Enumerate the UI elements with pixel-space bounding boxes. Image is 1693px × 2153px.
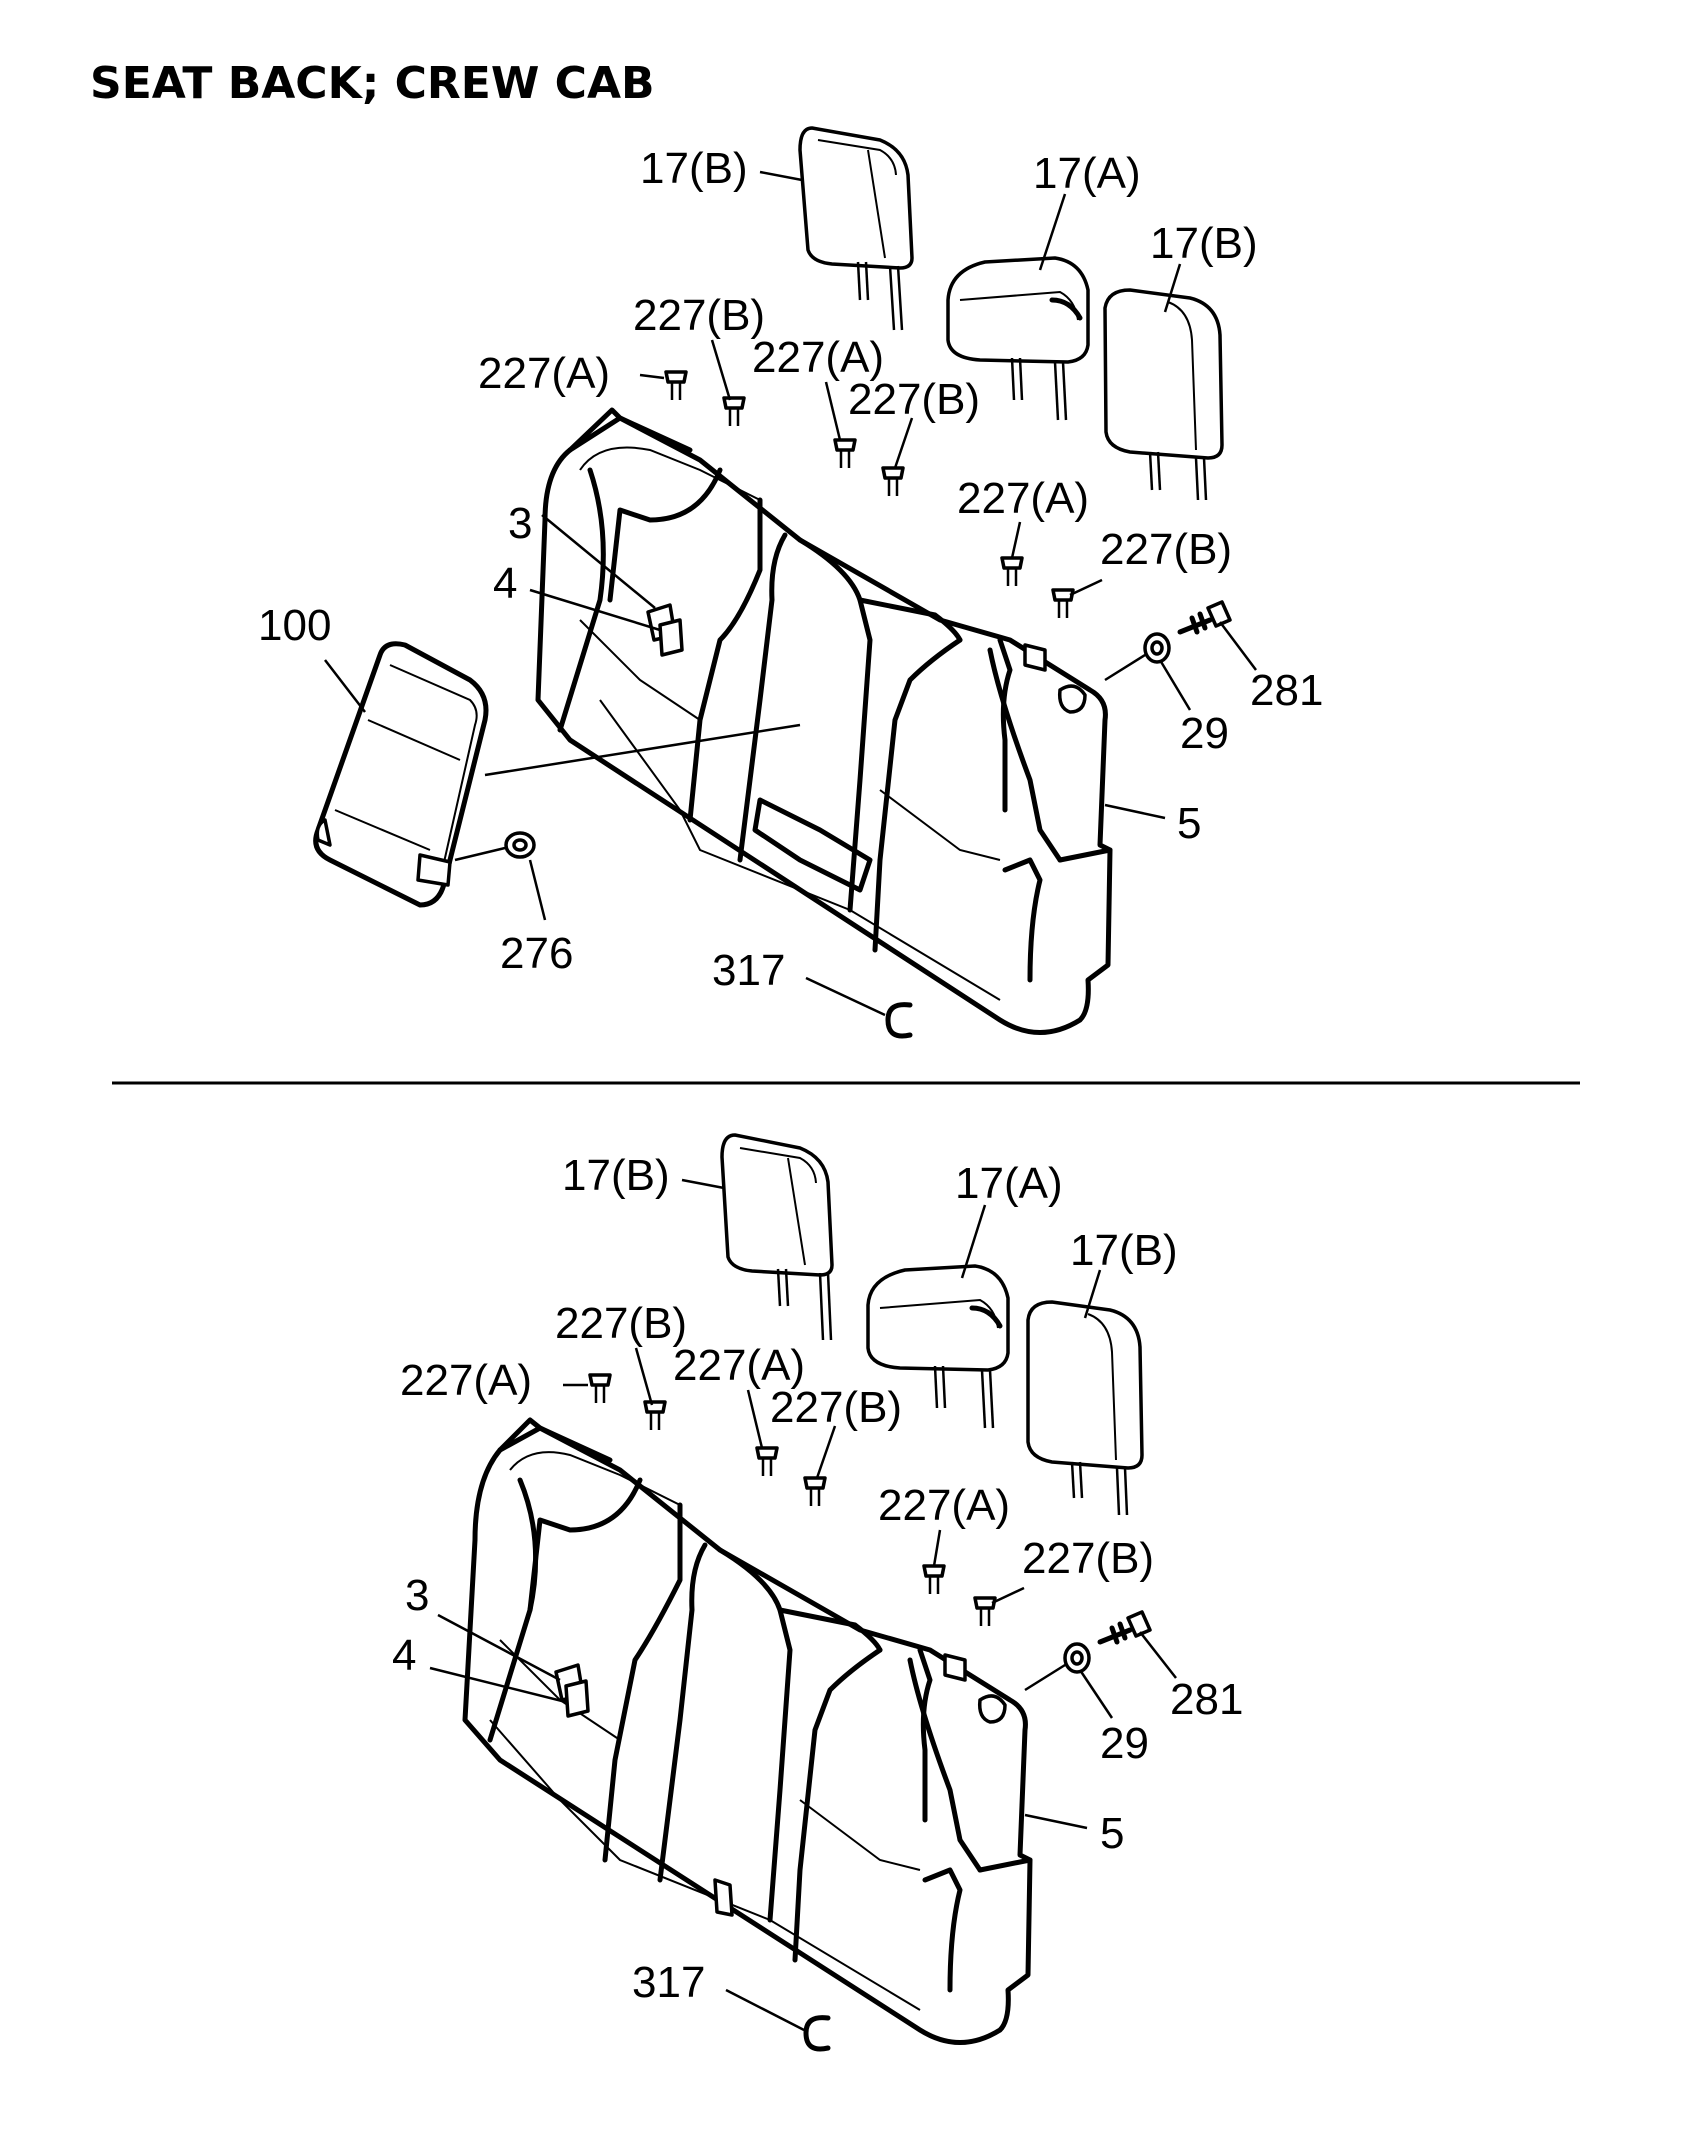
label-guide-a2-bottom: 227(A) bbox=[673, 1341, 805, 1390]
label-part-317: 317 bbox=[712, 946, 785, 995]
label-guide-b3-bottom: 227(B) bbox=[1022, 1534, 1154, 1583]
headrest-right bbox=[1103, 288, 1224, 501]
label-part-317-bottom: 317 bbox=[632, 1958, 705, 2007]
labels-bottom: 17(B) 17(A) 17(B) 227(B) 227(A) 227(A) 2… bbox=[392, 1151, 1243, 2007]
label-guide-a3-bottom: 227(A) bbox=[878, 1481, 1010, 1530]
bottom-assembly: 17(B) 17(A) 17(B) 227(B) 227(A) 227(A) 2… bbox=[392, 1133, 1243, 2052]
headrest-center bbox=[946, 256, 1090, 421]
clip-317-bottom bbox=[803, 2015, 831, 2052]
labels-top: 17(B) 17(A) 17(B) 227(B) 227(A) 227(A) 2… bbox=[258, 144, 1323, 995]
label-headrest-right: 17(B) bbox=[1150, 219, 1258, 268]
label-headrest-left-bottom: 17(B) bbox=[562, 1151, 670, 1200]
nut-29-bottom bbox=[1063, 1642, 1091, 1674]
label-guide-a2: 227(A) bbox=[752, 333, 884, 382]
label-headrest-left: 17(B) bbox=[640, 144, 748, 193]
label-guide-a1-bottom: 227(A) bbox=[400, 1356, 532, 1405]
label-part-29: 29 bbox=[1180, 709, 1229, 758]
label-part-3: 3 bbox=[508, 499, 532, 548]
leaders-top bbox=[324, 170, 1257, 1017]
label-guide-a3: 227(A) bbox=[957, 474, 1089, 523]
label-guide-b1-bottom: 227(B) bbox=[555, 1299, 687, 1348]
nut-276 bbox=[504, 831, 536, 859]
page-title: SEAT BACK; CREW CAB bbox=[90, 58, 655, 109]
bolt-281-bottom bbox=[1097, 1610, 1152, 1645]
label-guide-b2-bottom: 227(B) bbox=[770, 1383, 902, 1432]
label-part-3-bottom: 3 bbox=[405, 1571, 429, 1620]
label-headrest-center-bottom: 17(A) bbox=[955, 1159, 1063, 1208]
label-headrest-right-bottom: 17(B) bbox=[1070, 1226, 1178, 1275]
label-part-281-bottom: 281 bbox=[1170, 1675, 1243, 1724]
label-part-5: 5 bbox=[1177, 799, 1201, 848]
headrest-center-bottom bbox=[866, 1264, 1010, 1429]
label-headrest-center: 17(A) bbox=[1033, 149, 1141, 198]
label-part-29-bottom: 29 bbox=[1100, 1719, 1149, 1768]
nut-29 bbox=[1143, 632, 1171, 664]
bolt-281 bbox=[1177, 600, 1232, 635]
headrest-right-bottom bbox=[1026, 1300, 1144, 1516]
guides-bottom bbox=[588, 1373, 997, 1626]
top-assembly: 17(B) 17(A) 17(B) 227(B) 227(A) 227(A) 2… bbox=[258, 126, 1323, 1039]
headrest-left-bottom bbox=[720, 1133, 834, 1341]
headrest-left bbox=[798, 126, 914, 331]
label-part-276: 276 bbox=[500, 929, 573, 978]
label-guide-b1: 227(B) bbox=[633, 291, 765, 340]
label-part-5-bottom: 5 bbox=[1100, 1809, 1124, 1858]
seat-back-bottom bbox=[462, 1417, 1033, 2045]
clip-317 bbox=[885, 1002, 913, 1039]
guides-top bbox=[664, 370, 1075, 618]
label-part-100: 100 bbox=[258, 601, 331, 650]
label-guide-a1: 227(A) bbox=[478, 349, 610, 398]
label-part-4-bottom: 4 bbox=[392, 1631, 416, 1680]
label-part-281: 281 bbox=[1250, 666, 1323, 715]
armrest-100 bbox=[313, 641, 489, 908]
leaders-bottom bbox=[429, 1178, 1177, 2032]
seat-back-top bbox=[535, 407, 1113, 1035]
label-guide-b3: 227(B) bbox=[1100, 525, 1232, 574]
label-part-4: 4 bbox=[493, 559, 517, 608]
label-guide-b2: 227(B) bbox=[848, 375, 980, 424]
